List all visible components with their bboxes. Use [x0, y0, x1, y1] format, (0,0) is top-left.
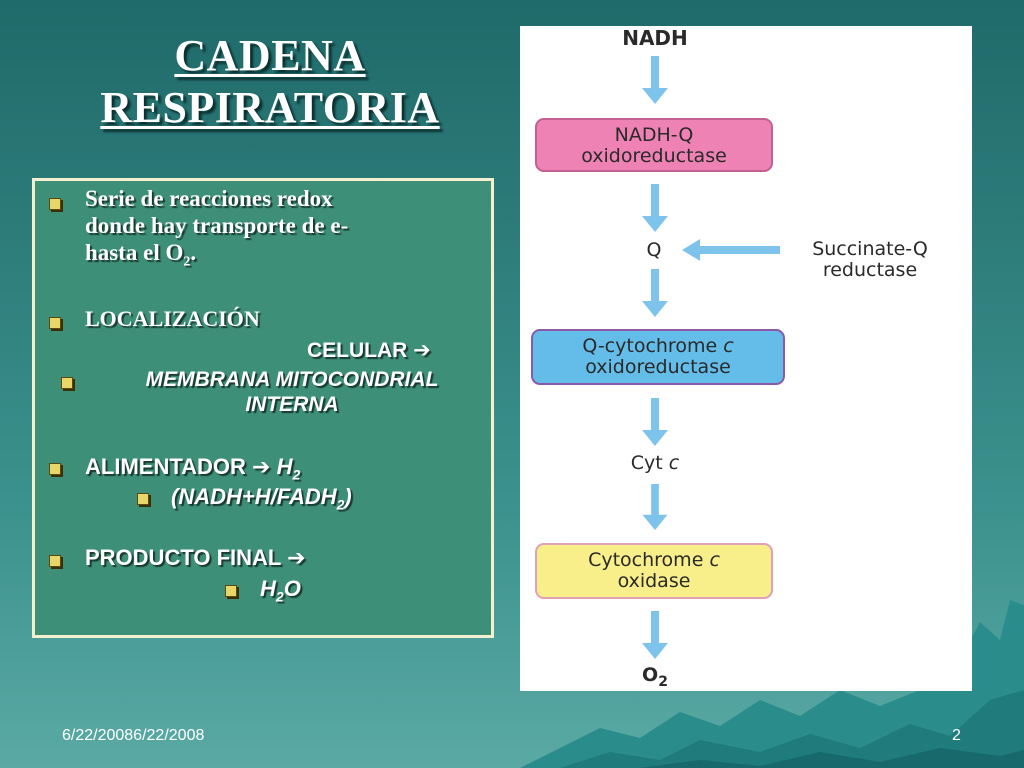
bullet-membrana: MEMBRANA MITOCONDRIAL INTERNA: [145, 368, 439, 416]
right-arrow-icon: ➔: [252, 454, 271, 479]
bullet-icon: [137, 493, 149, 505]
title-line-2: RESPIRATORIA: [100, 83, 440, 132]
nadh-q-oxidoreductase-box: NADH-Q oxidoreductase: [535, 118, 773, 172]
q-cytochrome-c-oxidoreductase-box: Q-cytochrome c oxidoreductase: [531, 329, 785, 385]
left-arrow-icon: [682, 239, 780, 261]
down-arrow-icon: [642, 398, 668, 446]
content-box: Serie de reacciones redox donde hay tran…: [32, 178, 494, 638]
cytochrome-c-oxidase-box: Cytochrome c oxidase: [535, 543, 773, 599]
slide-title: CADENA RESPIRATORIA: [60, 30, 480, 134]
down-arrow-icon: [642, 269, 668, 317]
bullet-alimentador: ALIMENTADOR ➔ H2: [85, 454, 301, 483]
down-arrow-icon: [642, 484, 668, 531]
right-arrow-icon: ➔: [413, 339, 431, 362]
slide-number: 2: [952, 727, 961, 744]
bullet-icon: [61, 377, 73, 389]
bullet-localizacion: LOCALIZACIÓN: [85, 306, 260, 331]
bullet-producto-final: PRODUCTO FINAL ➔: [85, 545, 306, 570]
bullet-icon: [49, 198, 61, 210]
bullet-serie-line3: hasta el O2.: [85, 240, 197, 270]
down-arrow-icon: [642, 56, 668, 104]
title-line-1: CADENA: [174, 31, 366, 80]
bullet-icon: [49, 555, 61, 567]
bullet-h2o: H2O: [260, 576, 301, 605]
bullet-serie: Serie de reacciones redox donde hay tran…: [85, 185, 348, 276]
bullet-icon: [225, 585, 237, 597]
nadh-label: NADH: [622, 26, 688, 50]
down-arrow-icon: [642, 611, 668, 659]
down-arrow-icon: [642, 184, 668, 232]
cyt-c-label: Cyt c: [630, 452, 680, 474]
bullet-nadh: (NADH+H/FADH2): [171, 484, 352, 513]
right-arrow-icon: ➔: [287, 545, 306, 570]
q-label: Q: [646, 239, 662, 261]
bullet-serie-line2: donde hay transporte de e-: [85, 213, 349, 238]
o2-label: O2: [642, 664, 668, 690]
bullet-serie-line1: Serie de reacciones redox: [85, 186, 333, 211]
footer-date: 6/22/20086/22/2008: [62, 727, 205, 744]
bullet-icon: [49, 463, 61, 475]
celular-label: CELULAR ➔: [307, 339, 431, 362]
succinate-q-reductase-label: Succinate-Q reductase: [812, 238, 928, 281]
electron-transport-diagram: NADH NADH-Q oxidoreductase Q Succinate-Q…: [520, 26, 972, 691]
bullet-icon: [49, 317, 61, 329]
